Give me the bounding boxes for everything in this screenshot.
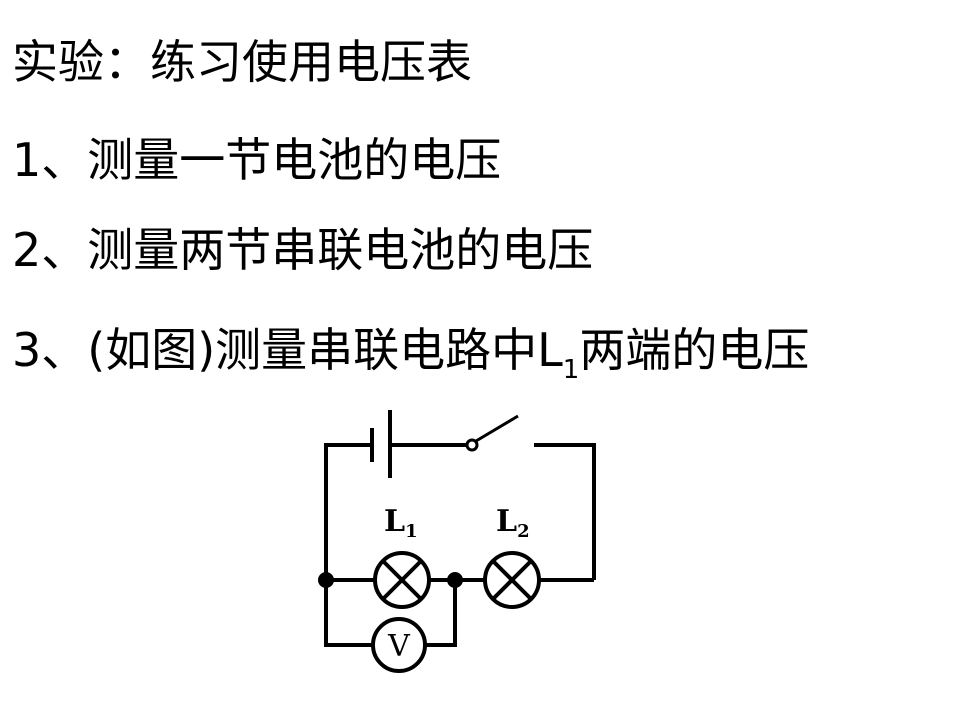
item-text-after: 两端的电压 — [579, 323, 810, 377]
lamp-2-label: L2 — [496, 504, 530, 542]
voltmeter-label: V — [387, 629, 411, 664]
lamp-2-icon — [483, 551, 541, 609]
item-subscript: 1 — [562, 355, 580, 385]
lamp-1-icon — [373, 551, 431, 609]
list-item: 3、(如图)测量串联电路中L1两端的电压 — [12, 322, 809, 386]
list-item: 2、测量两节串联电池的电压 — [12, 223, 594, 277]
lamp-1-label: L1 — [384, 504, 418, 542]
wires — [324, 443, 596, 647]
junction-dot — [318, 572, 334, 588]
item-text-before: 3、(如图)测量串联电路中L — [12, 323, 563, 377]
battery-icon — [370, 410, 392, 478]
switch-icon — [465, 414, 519, 452]
junction-dot — [447, 572, 463, 588]
list-item: 1、测量一节电池的电压 — [12, 133, 502, 187]
page-title: 实验：练习使用电压表 — [12, 35, 472, 89]
voltmeter-icon: V — [371, 617, 427, 673]
